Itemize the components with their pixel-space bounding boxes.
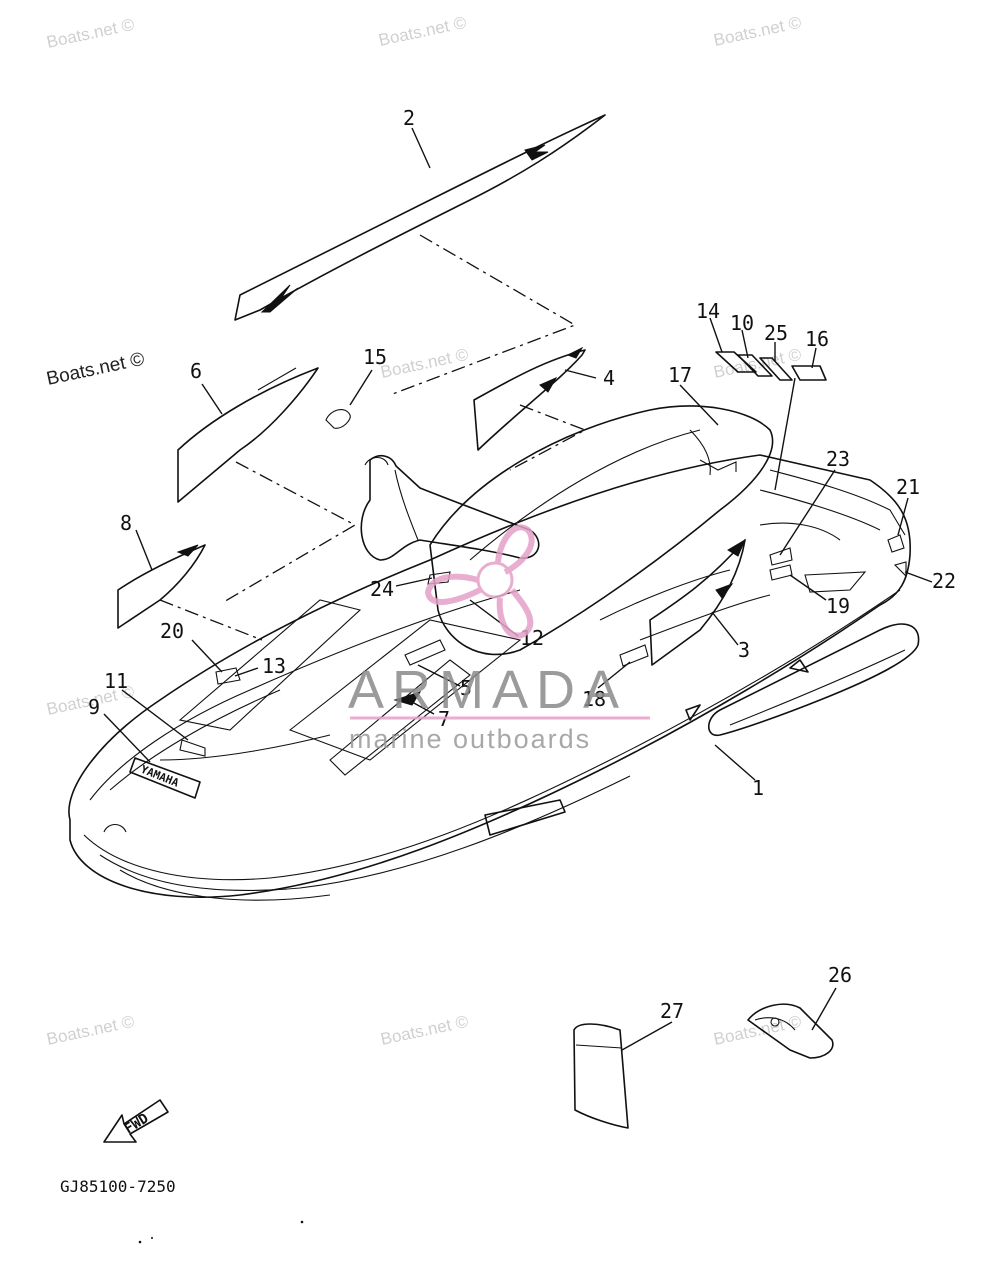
- watermark: Boats.net ©: [379, 345, 471, 382]
- part-26-pouch: [747, 1003, 834, 1059]
- callout-3: 3: [738, 638, 750, 662]
- fwd-label: FWD: [122, 1110, 152, 1137]
- watermark-dark: Boats.net ©: [45, 349, 147, 390]
- decal-8: [117, 544, 263, 641]
- propeller-icon: [424, 524, 535, 639]
- speck: [151, 1237, 153, 1239]
- callout-21: 21: [896, 475, 920, 499]
- callout-14: 14: [696, 299, 720, 323]
- callout-5: 5: [460, 676, 472, 700]
- callout-26: 26: [828, 963, 852, 987]
- callout-22: 22: [932, 569, 956, 593]
- armada-logo: ARMADA marine outboards: [348, 524, 650, 754]
- callout-15: 15: [363, 345, 387, 369]
- callout-11: 11: [104, 669, 128, 693]
- callout-9: 9: [88, 695, 100, 719]
- watermark: Boats.net ©: [379, 1012, 471, 1049]
- decal-4: [473, 346, 587, 471]
- fwd-arrow-icon: FWD: [103, 1099, 169, 1143]
- decal-3: [649, 538, 747, 666]
- watermark: Boats.net ©: [45, 15, 137, 52]
- callout-1: 1: [752, 776, 764, 800]
- part-27-sheet: [573, 1023, 629, 1129]
- callout-2: 2: [403, 106, 415, 130]
- callout-13: 13: [262, 654, 286, 678]
- callout-10: 10: [730, 311, 754, 335]
- callout-12: 12: [520, 626, 544, 650]
- hull-body: [68, 405, 920, 901]
- speck: [300, 1220, 304, 1224]
- speck: [138, 1240, 142, 1244]
- yamaha-nose-decal: YAMAHA: [129, 757, 201, 799]
- callout-17: 17: [668, 363, 692, 387]
- callout-19: 19: [826, 594, 850, 618]
- callout-16: 16: [805, 327, 829, 351]
- callout-23: 23: [826, 447, 850, 471]
- callout-8: 8: [120, 511, 132, 535]
- callout-numbers: 1 2 3 4 5 6 7 8 9 11 10 12 13 14 15 16 1…: [88, 106, 956, 1023]
- small-decals-stern: [179, 351, 907, 757]
- decal-2-top: [234, 114, 606, 396]
- decal-6: [177, 367, 357, 604]
- callout-20: 20: [160, 619, 184, 643]
- callout-6: 6: [190, 359, 202, 383]
- callout-4: 4: [603, 366, 615, 390]
- watermark: Boats.net ©: [712, 1012, 804, 1049]
- logo-tagline: marine outboards: [349, 724, 591, 754]
- leader-lines: [103, 127, 933, 1051]
- watermark: Boats.net ©: [45, 1012, 137, 1049]
- watermark: Boats.net ©: [712, 13, 804, 50]
- callout-18: 18: [582, 687, 606, 711]
- watermark: Boats.net ©: [377, 13, 469, 50]
- callout-27: 27: [660, 999, 684, 1023]
- callout-24: 24: [370, 577, 394, 601]
- logo-wordmark: ARMADA: [348, 660, 627, 720]
- diagram-code: GJ85100-7250: [60, 1177, 176, 1196]
- callout-25: 25: [764, 321, 788, 345]
